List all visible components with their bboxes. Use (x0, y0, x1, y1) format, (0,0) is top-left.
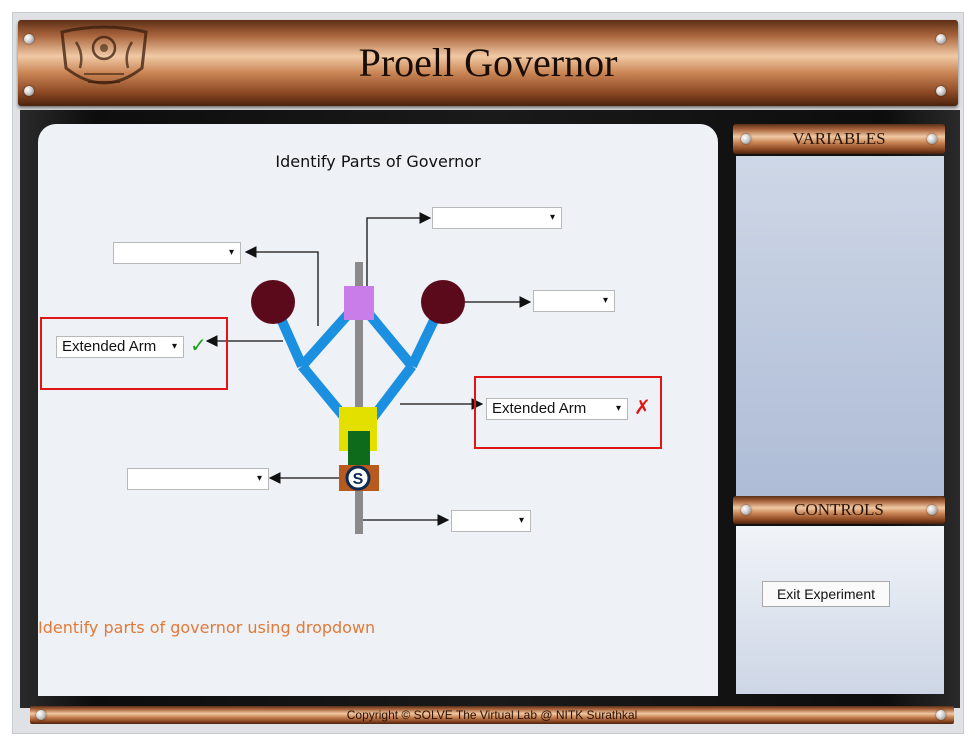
chevron-down-icon: ▾ (518, 515, 524, 526)
chevron-down-icon: ▾ (228, 247, 234, 258)
rivet-icon (936, 86, 946, 96)
institute-logo (60, 25, 148, 85)
chevron-down-icon: ▾ (256, 473, 262, 484)
rivet-icon (936, 34, 946, 44)
part-dropdown-right-arm[interactable]: Extended Arm ▾ (486, 398, 628, 420)
header-plate: Proell Governor (18, 20, 958, 106)
part-dropdown-bottom[interactable]: ▾ (451, 510, 531, 532)
controls-title: CONTROLS (794, 500, 884, 519)
copyright-text: Copyright © SOLVE The Virtual Lab @ NITK… (346, 708, 638, 722)
rivet-icon (927, 134, 937, 144)
exit-experiment-button[interactable]: Exit Experiment (762, 581, 890, 607)
variables-title: VARIABLES (792, 129, 886, 148)
cross-icon: ✗ (634, 397, 651, 419)
canvas-heading: Identify Parts of Governor (275, 152, 481, 171)
rivet-icon (24, 34, 34, 44)
page-title: Proell Governor (358, 40, 618, 85)
rivet-icon (936, 710, 946, 720)
instruction-text: Identify parts of governor using dropdow… (38, 618, 376, 637)
check-icon: ✓ (190, 335, 207, 357)
controls-panel-header: CONTROLS (733, 496, 945, 524)
rivet-icon (36, 710, 46, 720)
controls-panel (736, 526, 944, 694)
rivet-icon (741, 134, 751, 144)
correct-answer-highlight (40, 317, 228, 390)
part-dropdown-top-right[interactable]: ▾ (432, 207, 562, 229)
part-dropdown-left-arm[interactable]: Extended Arm ▾ (56, 336, 184, 358)
rivet-icon (24, 86, 34, 96)
variables-panel-header: VARIABLES (733, 124, 945, 154)
variables-panel (736, 156, 944, 496)
incorrect-answer-highlight (474, 376, 662, 449)
chevron-down-icon: ▾ (602, 295, 608, 306)
rivet-icon (927, 505, 937, 515)
part-dropdown-left-lower[interactable]: ▾ (127, 468, 269, 490)
chevron-down-icon: ▾ (615, 403, 621, 414)
part-dropdown-right-ball[interactable]: ▾ (533, 290, 615, 312)
rivet-icon (741, 505, 751, 515)
chevron-down-icon: ▾ (171, 341, 177, 352)
footer-bar: Copyright © SOLVE The Virtual Lab @ NITK… (30, 706, 954, 724)
chevron-down-icon: ▾ (549, 212, 555, 223)
part-dropdown-top-left[interactable]: ▾ (113, 242, 241, 264)
